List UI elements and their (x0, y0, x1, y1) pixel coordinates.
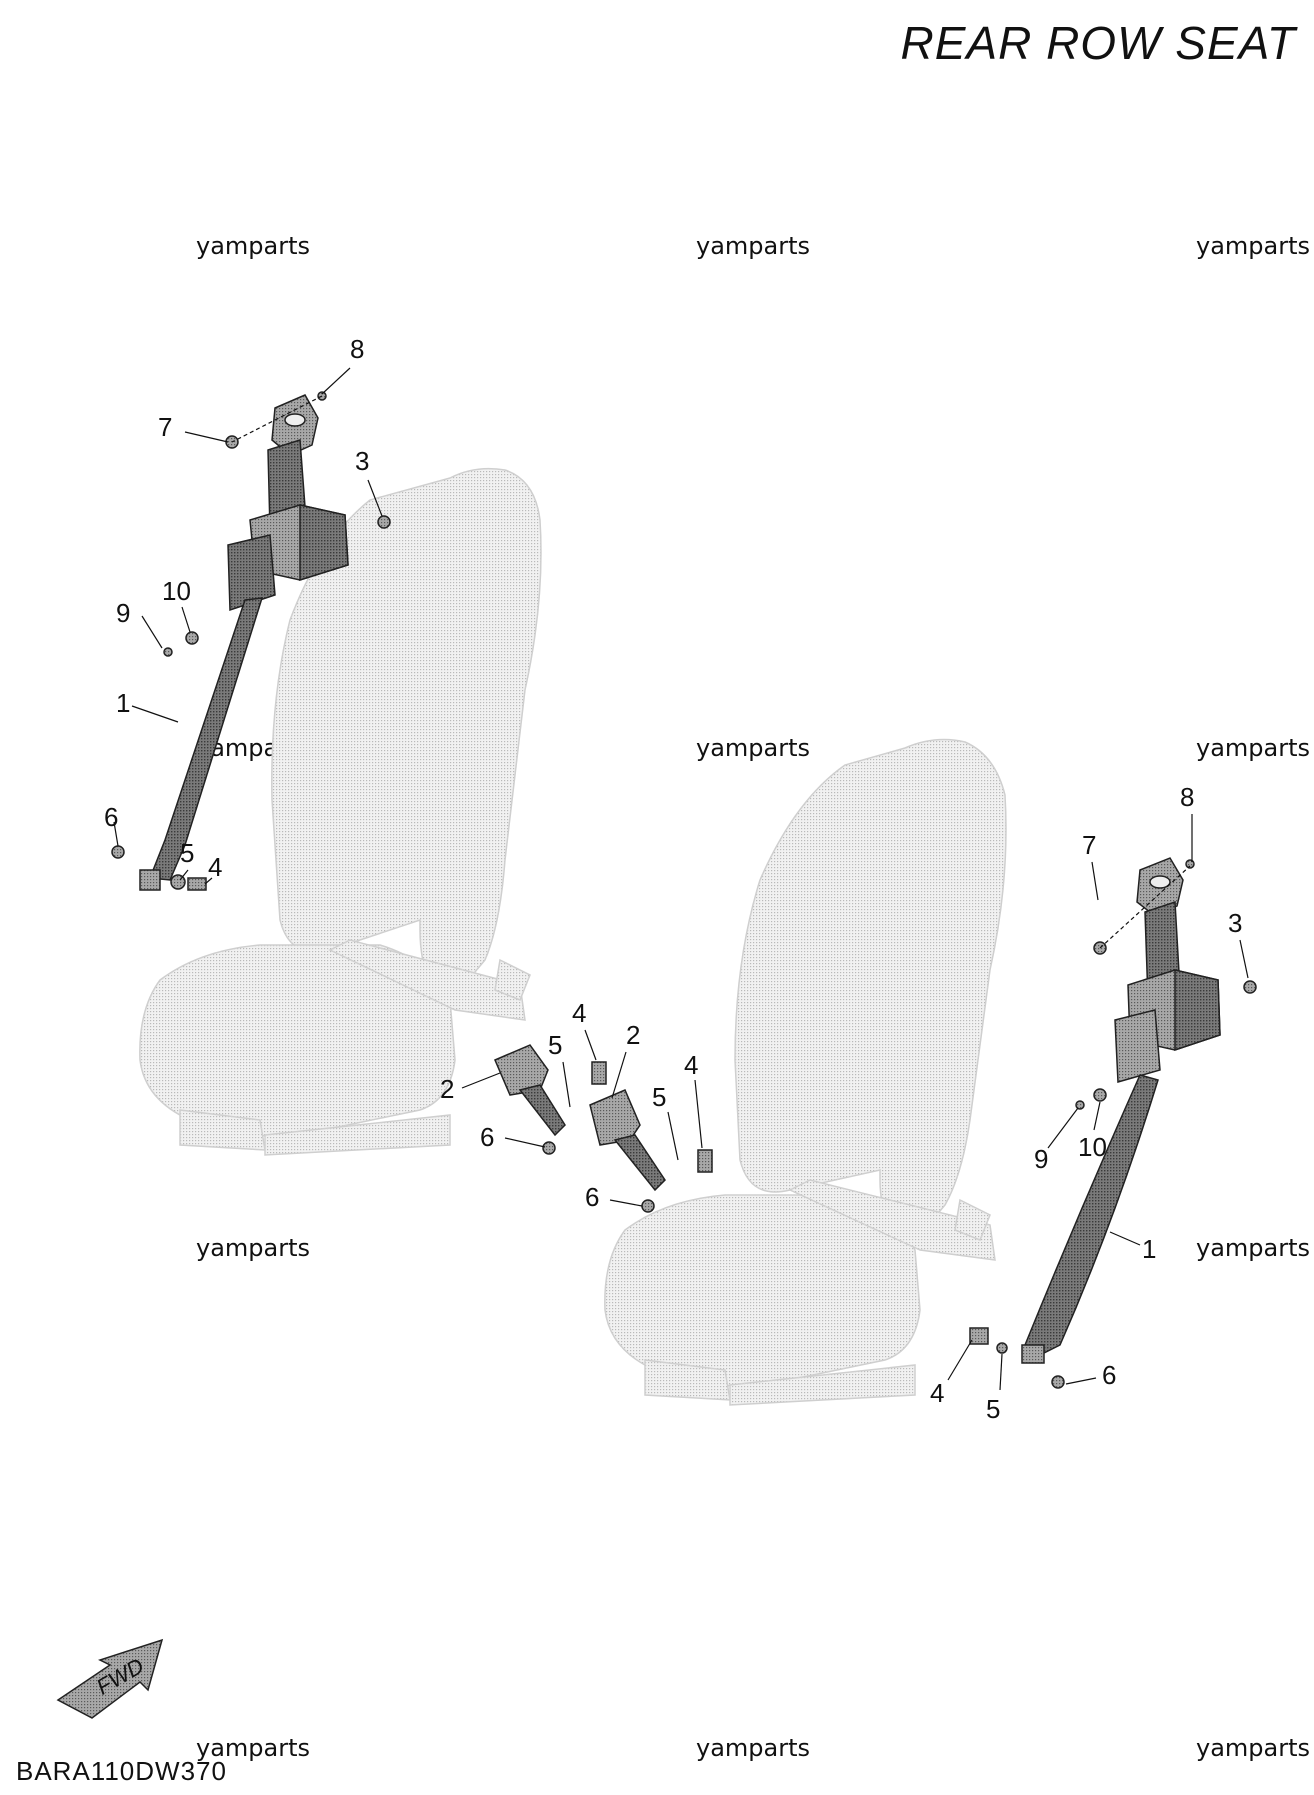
center-buckle-assemblies (494, 1044, 713, 1213)
callout-2: 2 (440, 1074, 454, 1104)
callout-9: 9 (116, 598, 130, 628)
callout-6: 6 (1102, 1360, 1116, 1390)
callout-7: 7 (158, 412, 172, 442)
callout-6: 6 (585, 1182, 599, 1212)
watermark: yamparts (1196, 1734, 1311, 1762)
callout-10: 10 (1078, 1132, 1107, 1162)
fwd-arrow-icon: FWD (56, 1638, 164, 1719)
callout-1: 1 (1142, 1234, 1156, 1264)
watermark: yamparts (696, 734, 811, 762)
callout-6: 6 (104, 802, 118, 832)
callout-5: 5 (652, 1082, 666, 1112)
watermark: yamparts (196, 1734, 311, 1762)
callout-4: 4 (684, 1050, 698, 1080)
callout-4: 4 (572, 998, 586, 1028)
watermark: yamparts (196, 232, 311, 260)
leader-lines (113, 367, 1249, 1391)
callout-numbers: 8 7 3 10 9 1 6 5 4 2 6 5 4 2 5 4 6 8 7 3… (104, 334, 1242, 1424)
watermark: yamparts (696, 1734, 811, 1762)
callout-7: 7 (1082, 830, 1096, 860)
callout-4: 4 (208, 852, 222, 882)
left-seat-belt-assembly (111, 391, 391, 891)
callout-3: 3 (1228, 908, 1242, 938)
watermark: yamparts (696, 232, 811, 260)
callout-8: 8 (350, 334, 364, 364)
callout-9: 9 (1034, 1144, 1048, 1174)
callout-6: 6 (480, 1122, 494, 1152)
callout-2: 2 (626, 1020, 640, 1050)
watermark: yamparts (1196, 1234, 1311, 1262)
right-seat (604, 738, 1007, 1406)
callout-4: 4 (930, 1378, 944, 1408)
watermark: yamparts (196, 1234, 311, 1262)
watermark: yamparts (1196, 232, 1311, 260)
watermark: yamparts (1196, 734, 1311, 762)
diagram-title: REAR ROW SEAT (900, 17, 1296, 69)
callout-5: 5 (548, 1030, 562, 1060)
diagram-code: BARA110DW370 (16, 1756, 227, 1786)
callout-5: 5 (180, 838, 194, 868)
callout-1: 1 (116, 688, 130, 718)
callout-3: 3 (355, 446, 369, 476)
callout-10: 10 (162, 576, 191, 606)
left-seat (139, 467, 542, 1156)
right-seat-belt-assembly (969, 857, 1257, 1389)
callout-5: 5 (986, 1394, 1000, 1424)
callout-8: 8 (1180, 782, 1194, 812)
